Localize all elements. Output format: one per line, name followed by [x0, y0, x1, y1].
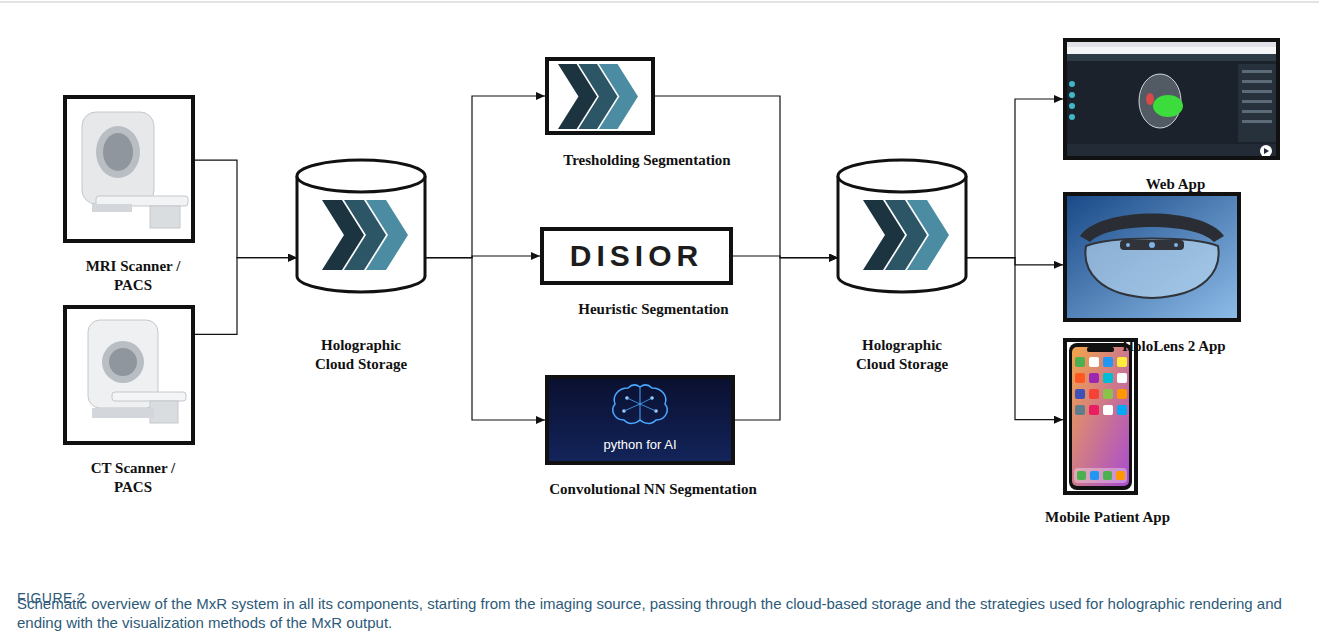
- flow-arrow: [735, 258, 838, 420]
- node-label: Tresholding Segmentation: [563, 151, 730, 170]
- app-box: Mobile Patient App: [1063, 338, 1138, 495]
- cnn-logo: [549, 379, 731, 461]
- segmentation-box: Tresholding Segmentation: [545, 57, 655, 135]
- node-label: MRI Scanner / PACS: [73, 257, 193, 295]
- scanner-box: MRI Scanner / PACS: [63, 95, 195, 243]
- flow-arrow: [425, 258, 545, 420]
- disior-logo-ground: [544, 231, 729, 281]
- node-label: Convolutional NN Segmentation: [549, 480, 757, 499]
- logo-text: DISIOR: [570, 239, 703, 273]
- app-box: HoloLens 2 App: [1063, 192, 1241, 322]
- flow-arrow: [655, 96, 838, 258]
- ct-scanner-picture: [67, 309, 191, 441]
- figure-frame: [0, 2, 1319, 3]
- node-label: Holographic Cloud Storage: [305, 336, 417, 374]
- cloud-storage-cylinder: [297, 160, 425, 292]
- mobile-phone-picture: [1067, 342, 1134, 491]
- flow-arrow: [195, 160, 297, 258]
- app-box: Web App: [1063, 38, 1280, 160]
- flow-arrow: [966, 99, 1063, 258]
- node-label: Heuristic Segmentation: [578, 300, 728, 319]
- figure-caption: Schematic overview of the MxR system in …: [17, 594, 1307, 632]
- web-app-screenshot: [1063, 38, 1280, 160]
- node-label: CT Scanner / PACS: [73, 459, 193, 497]
- storage-cylinder: Holographic Cloud Storage: [838, 160, 966, 292]
- node-label: Holographic Cloud Storage: [846, 336, 958, 374]
- segmentation-box: DISIORHeuristic Segmentation: [540, 227, 733, 285]
- mri-scanner-picture: [67, 99, 191, 239]
- logo-text: python for AI: [604, 437, 677, 453]
- node-label: Mobile Patient App: [1045, 508, 1170, 527]
- threshold-logo: [549, 61, 651, 131]
- cloud-storage-cylinder: [838, 160, 966, 292]
- storage-cylinder: Holographic Cloud Storage: [297, 160, 425, 292]
- flow-arrow: [425, 96, 545, 258]
- scanner-box: CT Scanner / PACS: [63, 305, 195, 445]
- flow-arrow: [966, 258, 1063, 420]
- flow-arrow: [195, 258, 297, 335]
- hololens-picture: [1067, 196, 1237, 318]
- segmentation-box: python for AIConvolutional NN Segmentati…: [545, 375, 735, 465]
